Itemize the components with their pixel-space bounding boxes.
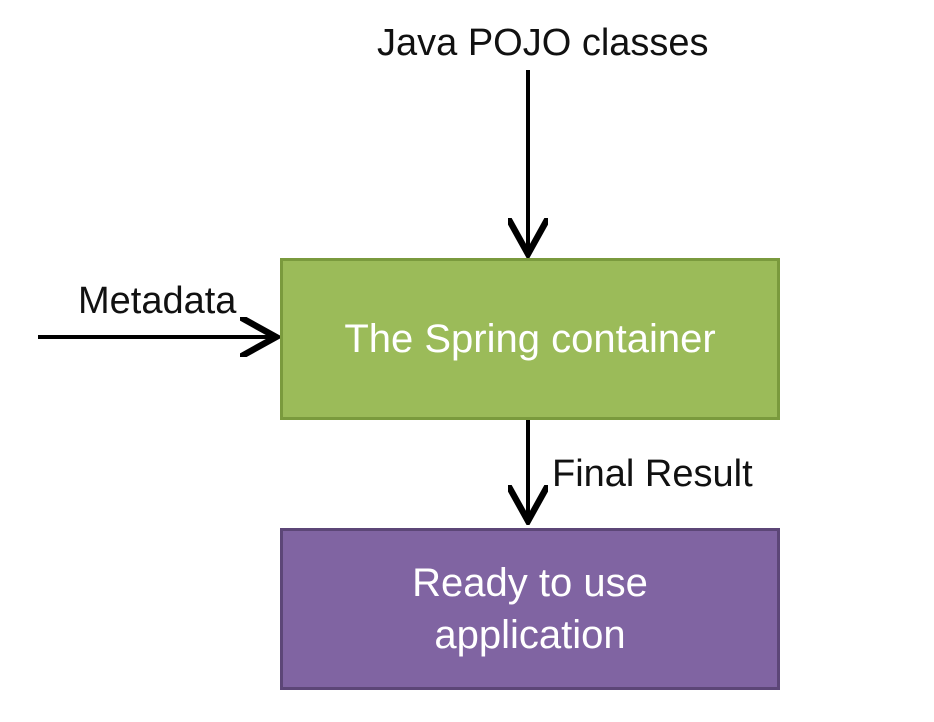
ready-line-2: application bbox=[434, 613, 626, 657]
metadata-label: Metadata bbox=[78, 280, 237, 322]
pojo-label: Java POJO classes bbox=[377, 22, 709, 64]
ready-application-box: Ready to use application bbox=[280, 528, 780, 690]
spring-container-label: The Spring container bbox=[344, 317, 716, 361]
spring-container-box: The Spring container bbox=[280, 258, 780, 420]
ready-line-1: Ready to use bbox=[412, 561, 648, 605]
final-result-label: Final Result bbox=[552, 453, 753, 495]
